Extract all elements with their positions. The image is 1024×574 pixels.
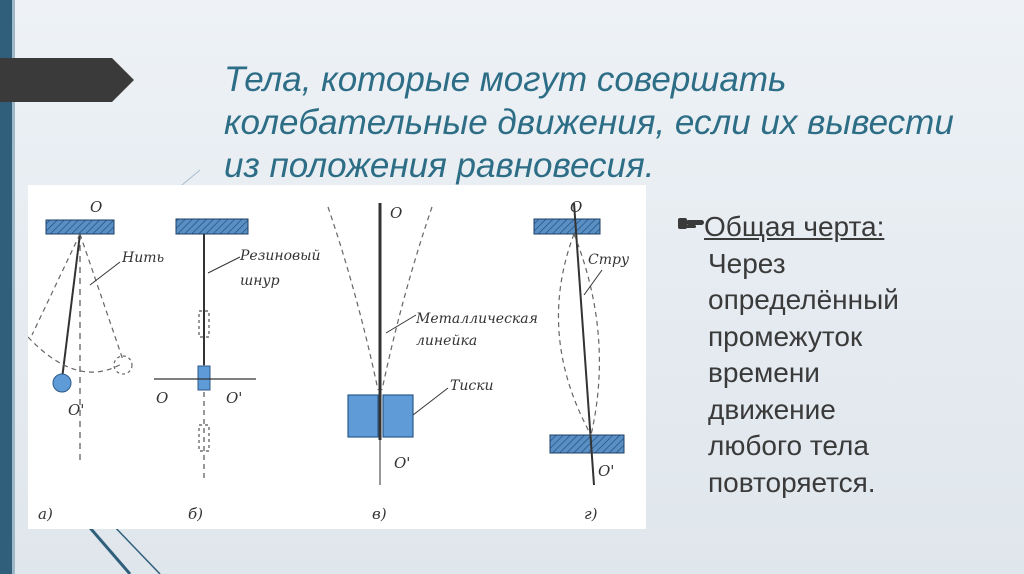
vise-label: Тиски <box>450 378 494 394</box>
bullet-line-2: определённый <box>708 284 899 315</box>
rubber-cord-right-point: O' <box>226 389 242 407</box>
pendulum-bottom-point: O' <box>68 401 84 419</box>
pendulum-top-point: O <box>90 198 102 216</box>
left-accent-bar <box>0 0 12 574</box>
rubber-cord-label-2: шнур <box>240 273 280 289</box>
slide-title: Тела, которые могут совершать колебатель… <box>224 58 984 187</box>
bullet-line-7: повторяется. <box>708 466 876 498</box>
string-diagram: O Стру O' г) <box>533 198 630 523</box>
title-line-3: из положения равновесия. <box>224 146 655 185</box>
ruler-label-2: линейка <box>416 333 477 349</box>
pointing-hand-icon <box>678 218 704 229</box>
bullet-point: Общая черта: Через определённый промежут… <box>678 209 1008 501</box>
ruler-label-1: Металлическая <box>415 311 538 327</box>
bullet-line-6: любого тела <box>708 430 869 461</box>
title-line-1: Тела, которые могут совершать <box>224 60 787 99</box>
rubber-cord-label-1: Резиновый <box>239 248 321 264</box>
pendulum-diagram: O Нить O' а) <box>28 198 164 523</box>
rubber-cord-diagram: Резиновый шнур O O' б) <box>154 218 321 523</box>
title-line-2: колебательные движения, если их вывести <box>224 103 954 142</box>
string-top-point: O <box>570 198 582 216</box>
pendulum-thread-label: Нить <box>121 250 164 266</box>
ruler-top-point: O <box>390 204 402 222</box>
bullet-line-3: промежуток <box>708 320 863 352</box>
metal-ruler-diagram: O Металлическая линейка Тиски O' в) <box>327 203 538 523</box>
bullet-heading: Общая черта: <box>704 211 885 242</box>
caption-v: в) <box>372 505 387 523</box>
bullet-line-1: Через <box>708 247 786 279</box>
title-arrow-icon <box>0 58 134 102</box>
string-bottom-point: O' <box>598 462 614 480</box>
caption-g: г) <box>584 505 598 523</box>
bullet-line-5: движение <box>708 393 836 425</box>
oscillating-bodies-figure: O Нить O' а) Резиновый шнур O O' б) <box>28 185 646 529</box>
caption-b: б) <box>188 505 203 523</box>
ruler-bottom-point: O' <box>394 454 410 472</box>
left-accent-stripe <box>12 0 15 574</box>
caption-a: а) <box>38 505 53 523</box>
string-label: Стру <box>588 252 630 268</box>
rubber-cord-left-point: O <box>156 389 168 407</box>
bullet-line-4: времени <box>708 357 820 388</box>
